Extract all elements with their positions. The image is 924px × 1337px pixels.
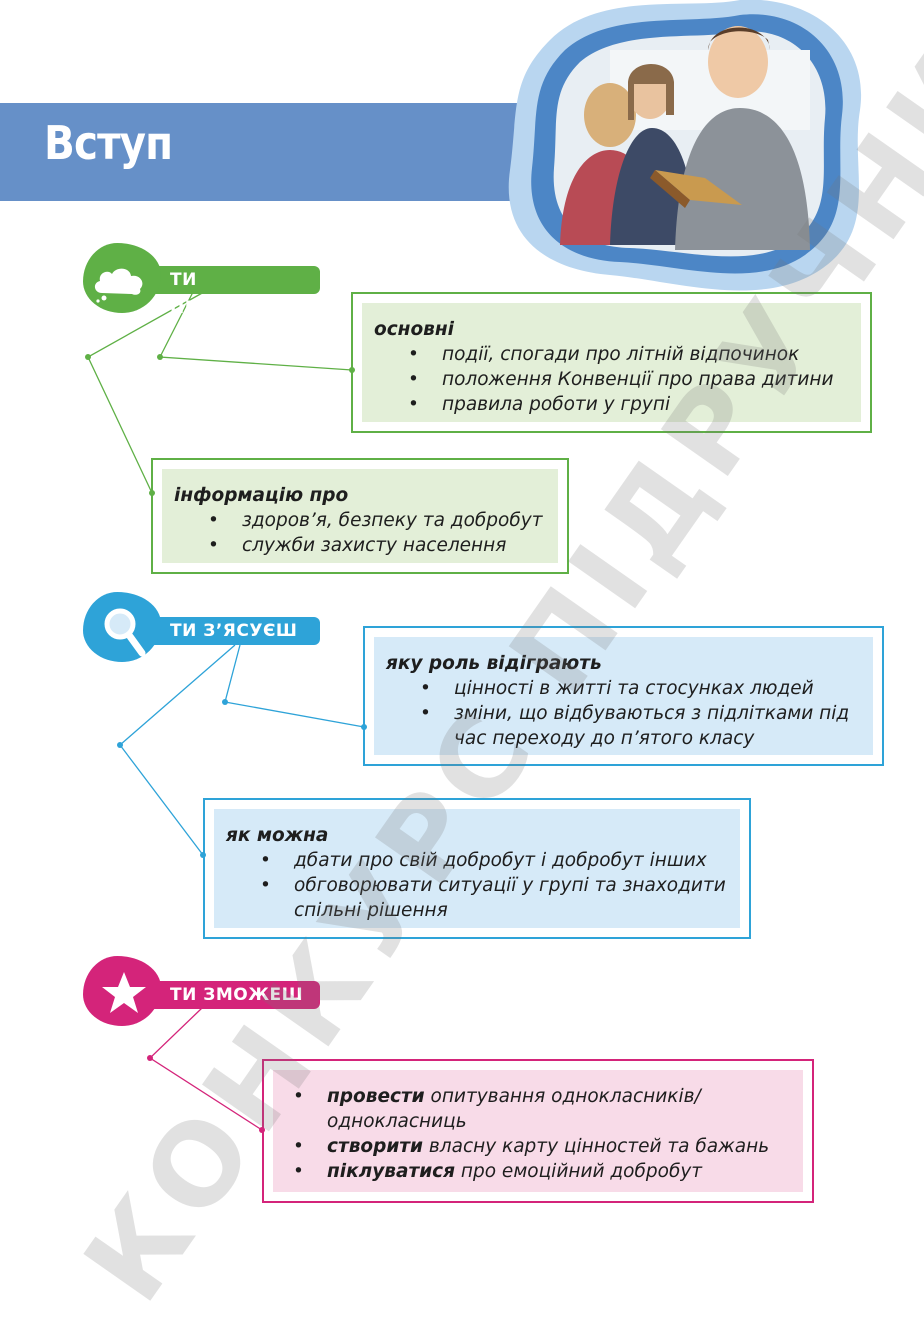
- page-title: Вступ: [44, 116, 173, 170]
- list-item: здоров’я, безпеку та добробут: [174, 508, 546, 533]
- header-band: [0, 103, 560, 201]
- list-item: положення Конвенції про права дитини: [374, 367, 849, 392]
- learn-box-how-heading: як можна: [226, 825, 329, 846]
- list-item: обговорювати ситуації у групі та знаходи…: [226, 873, 728, 923]
- list-item: цінності в житті та стосунках людей: [386, 676, 861, 701]
- list-item: події, спогади про літній відпочинок: [374, 342, 849, 367]
- list-item: створити власну карту цінностей та бажан…: [293, 1134, 791, 1159]
- remember-box-main-heading: основні: [374, 319, 454, 340]
- list-item: дбати про свій добробут і добробут інших: [226, 848, 728, 873]
- can-item-text: опитування однокласників/ однокласниць: [327, 1086, 701, 1132]
- learn-box-how: як можна дбати про свій добробут і добро…: [203, 798, 751, 939]
- tag-remember-label: ТИ ПРИГАДАЄШ: [170, 270, 302, 318]
- can-box: провести опитування однокласників/ однок…: [262, 1059, 814, 1203]
- magnifier-icon: [104, 608, 146, 657]
- can-item-verb: піклуватися: [327, 1161, 456, 1182]
- can-item-text: власну карту цінностей та бажань: [423, 1136, 770, 1157]
- remember-box-info-heading: інформацію про: [174, 485, 349, 506]
- list-item: провести опитування однокласників/ однок…: [293, 1084, 791, 1134]
- list-item: зміни, що відбуваються з підлітками під …: [386, 701, 861, 751]
- can-item-verb: провести: [327, 1086, 425, 1107]
- learn-box-role: яку роль відіграють цінності в житті та …: [363, 626, 884, 766]
- can-item-verb: створити: [327, 1136, 423, 1157]
- tag-learn-label: ТИ З’ЯСУЄШ: [170, 621, 298, 641]
- students-photo: [490, 0, 870, 300]
- can-item-text: про емоційний добробут: [455, 1161, 703, 1182]
- star-icon: [102, 972, 146, 1013]
- tag-can-label: ТИ ЗМОЖЕШ: [170, 985, 304, 1005]
- list-item: служби захисту населення: [174, 533, 546, 558]
- remember-box-main: основні події, спогади про літній відпоч…: [351, 292, 872, 433]
- list-item: піклуватися про емоційний добробут: [293, 1159, 791, 1184]
- cloud-icon: [94, 268, 143, 303]
- remember-box-info: інформацію про здоров’я, безпеку та добр…: [151, 458, 569, 574]
- learn-box-role-heading: яку роль відіграють: [386, 653, 602, 674]
- list-item: правила роботи у групі: [374, 392, 849, 417]
